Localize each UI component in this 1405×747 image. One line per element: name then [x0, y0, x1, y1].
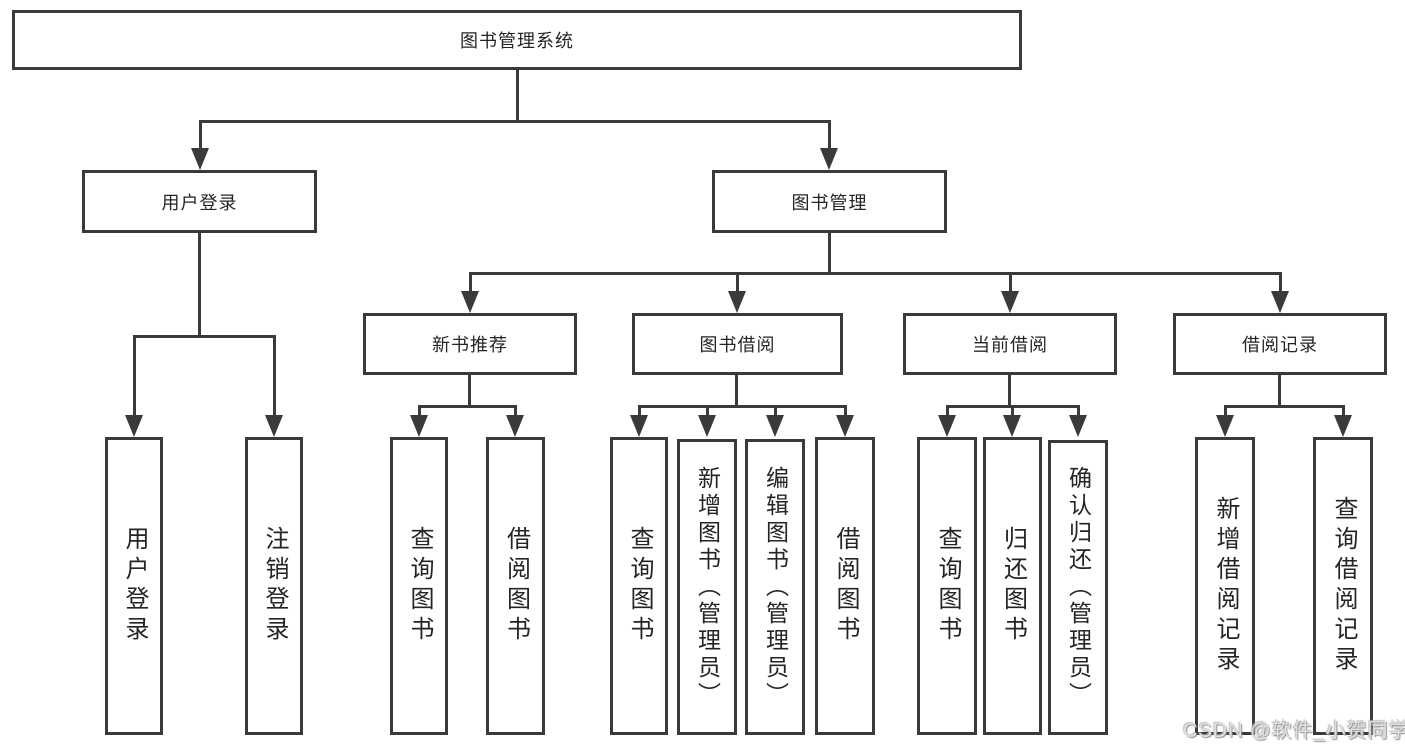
arrowhead-icon — [265, 415, 283, 437]
arrowhead-icon — [836, 415, 854, 437]
connector-to-leaf — [514, 405, 517, 417]
leaf-label: 注销登录 — [261, 526, 288, 646]
node-label: 图书管理系统 — [460, 31, 574, 51]
connector-records-bus — [1224, 405, 1345, 408]
leaf-label: 确认归还（管理员） — [1065, 466, 1092, 709]
connector-records-stem — [1278, 375, 1281, 405]
node-label: 用户登录 — [161, 192, 238, 213]
connector-to-leaf — [1224, 405, 1227, 417]
connector-borrow-stem — [735, 375, 738, 405]
arrowhead-icon — [698, 415, 716, 437]
leaf-label: 借阅图书 — [832, 526, 859, 646]
connector-to-module — [469, 272, 472, 293]
leaf-user-login: 用户登录 — [105, 437, 163, 735]
leaf-label: 编辑图书（管理员） — [762, 465, 789, 709]
connector-login-stem — [198, 233, 201, 335]
leaf-label: 查询借阅记录 — [1330, 496, 1357, 676]
connector-to-module — [1009, 272, 1012, 293]
csdn-watermark: CSDN @软件_小贺同学 — [1183, 720, 1405, 742]
connector-root-to-mgmt — [828, 120, 831, 152]
connector-to-leaf — [638, 405, 641, 417]
node-borrow-records: 借阅记录 — [1173, 313, 1387, 375]
node-label: 新书推荐 — [432, 335, 508, 355]
arrowhead-icon — [1271, 291, 1289, 313]
leaf-logout: 注销登录 — [245, 437, 303, 735]
leaf-borrow-edit-admin: 编辑图书（管理员） — [745, 439, 805, 735]
node-label: 当前借阅 — [972, 335, 1048, 355]
connector-current-stem — [1008, 375, 1011, 405]
leaf-borrow-borrow: 借阅图书 — [815, 437, 875, 735]
node-book-borrow: 图书借阅 — [632, 313, 843, 375]
node-label: 图书管理 — [791, 192, 868, 213]
arrowhead-icon — [410, 415, 428, 437]
leaf-label: 查询图书 — [406, 526, 433, 646]
connector-to-leaf — [1077, 405, 1080, 417]
arrowhead-icon — [1069, 415, 1087, 437]
node-new-book-recommend: 新书推荐 — [363, 313, 577, 375]
arrowhead-icon — [1334, 415, 1352, 437]
arrowhead-icon — [1001, 291, 1019, 313]
leaf-borrow-add-admin: 新增图书（管理员） — [677, 439, 737, 735]
leaf-record-add: 新增借阅记录 — [1195, 437, 1255, 735]
connector-newbook-bus — [418, 405, 517, 408]
node-label: 借阅记录 — [1242, 335, 1318, 355]
connector-to-leaf — [133, 335, 136, 417]
connector-to-module — [736, 272, 739, 293]
arrowhead-icon — [461, 291, 479, 313]
leaf-label: 新增借阅记录 — [1212, 496, 1239, 676]
leaf-label: 新增图书（管理员） — [694, 465, 721, 709]
node-root-system: 图书管理系统 — [12, 10, 1022, 70]
connector-to-leaf — [418, 405, 421, 417]
leaf-newbook-borrow: 借阅图书 — [486, 437, 545, 735]
arrowhead-icon — [820, 148, 838, 170]
arrowhead-icon — [506, 415, 524, 437]
connector-login-bus — [133, 335, 275, 338]
arrowhead-icon — [938, 415, 956, 437]
arrowhead-icon — [728, 291, 746, 313]
arrowhead-icon — [1216, 415, 1234, 437]
leaf-borrow-query: 查询图书 — [610, 437, 668, 735]
node-user-login: 用户登录 — [82, 170, 317, 233]
leaf-label: 查询图书 — [626, 526, 653, 646]
arrowhead-icon — [766, 415, 784, 437]
arrowhead-icon — [125, 415, 143, 437]
leaf-label: 借阅图书 — [502, 526, 530, 646]
connector-to-module — [1279, 272, 1282, 293]
arrowhead-icon — [1003, 415, 1021, 437]
connector-to-leaf — [946, 405, 949, 417]
leaf-newbook-query: 查询图书 — [390, 437, 448, 735]
leaf-label: 用户登录 — [121, 526, 148, 646]
connector-to-leaf — [1342, 405, 1345, 417]
connector-to-leaf — [1011, 405, 1014, 417]
connector-root-bus — [199, 120, 831, 123]
leaf-label: 查询图书 — [934, 526, 961, 646]
node-book-management: 图书管理 — [712, 170, 947, 233]
arrowhead-icon — [630, 415, 648, 437]
connector-to-leaf — [844, 405, 847, 417]
connector-root-stem — [516, 70, 519, 120]
leaf-current-query: 查询图书 — [917, 437, 977, 735]
connector-root-to-login — [199, 120, 202, 152]
connector-to-leaf — [273, 335, 276, 417]
connector-mgmt-stem — [828, 233, 831, 272]
connector-newbook-stem — [468, 375, 471, 405]
node-current-borrow: 当前借阅 — [903, 313, 1117, 375]
leaf-record-query: 查询借阅记录 — [1313, 437, 1373, 735]
node-label: 图书借阅 — [699, 335, 776, 355]
connector-to-leaf — [774, 405, 777, 417]
connector-borrow-bus — [638, 405, 847, 408]
arrowhead-icon — [191, 148, 209, 170]
connector-to-leaf — [706, 405, 709, 417]
leaf-label: 归还图书 — [999, 526, 1027, 646]
leaf-current-confirm-admin: 确认归还（管理员） — [1048, 440, 1108, 735]
connector-mgmt-bus — [469, 272, 1281, 275]
leaf-current-return: 归还图书 — [983, 437, 1042, 735]
